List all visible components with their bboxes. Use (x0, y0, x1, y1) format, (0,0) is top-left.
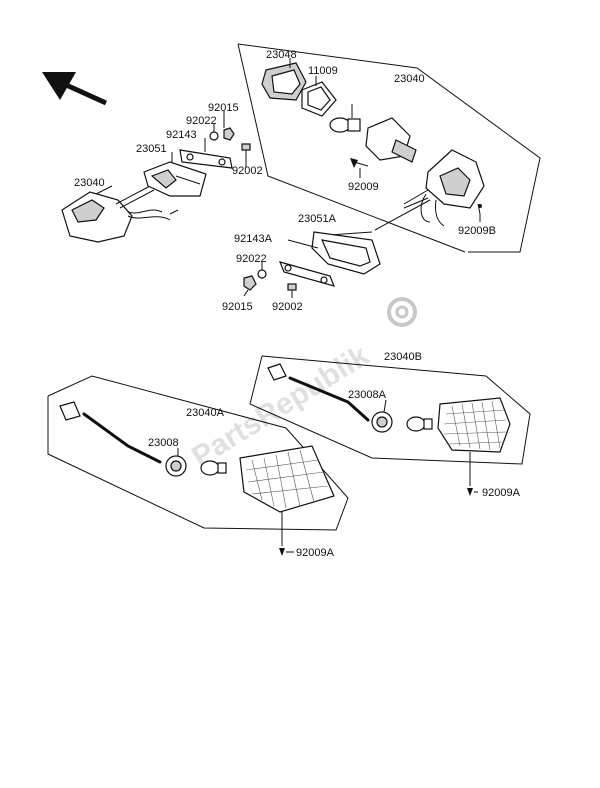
washer-part (257, 269, 267, 279)
lens-cover-part (261, 62, 307, 101)
part-number-label: 23040 (74, 177, 105, 189)
part-number-label: 23040 (394, 73, 425, 85)
turn-signal-23040B-assembly (249, 355, 531, 496)
bracket-part (143, 161, 207, 197)
part-number-label: 92022 (186, 115, 217, 127)
part-number-label: 92143 (166, 129, 197, 141)
part-number-label: 92015 (222, 301, 253, 313)
part-number-label: 92002 (232, 165, 263, 177)
nut-part (223, 127, 235, 141)
part-number-label: 92009A (296, 547, 335, 559)
turn-signal-23040A-assembly (47, 375, 349, 556)
screw-part (477, 203, 482, 215)
part-number-label: 92015 (208, 102, 239, 114)
socket-part (365, 117, 417, 163)
part-number-label: 23051A (298, 213, 337, 225)
part-number-label: 92143A (234, 233, 273, 245)
part-number-label: 23040B (384, 351, 422, 363)
plate-part (179, 149, 233, 169)
turn-signal-housing-part (61, 185, 179, 243)
plate-part (278, 261, 336, 287)
screw-part (350, 158, 369, 168)
nut-part (243, 275, 257, 291)
frame-line (237, 43, 466, 253)
bracket-part (311, 231, 381, 275)
part-number-label: 92009 (348, 181, 379, 193)
gasket-part (301, 81, 337, 117)
part-number-label: 23048 (266, 49, 297, 61)
front-direction-arrow-icon (42, 72, 108, 106)
part-number-label: 23008 (148, 437, 179, 449)
turn-signal-housing-part (403, 149, 485, 227)
frame-line (237, 43, 541, 253)
part-number-label: 23051 (136, 143, 167, 155)
part-number-label: 92022 (236, 253, 267, 265)
part-number-label: 23008A (348, 389, 387, 401)
watermark-gear-icon (387, 297, 417, 327)
part-number-label: 92009B (458, 225, 496, 237)
part-labels: 23048 11009 23040 92015 92022 92143 2305… (74, 49, 521, 559)
frame-line (249, 355, 531, 465)
top-assembly (61, 43, 541, 296)
frame-line (47, 375, 349, 531)
bulb-part (329, 104, 361, 133)
part-number-label: 92009A (482, 487, 521, 499)
washer-part (209, 131, 219, 141)
part-number-label: 11009 (308, 65, 338, 77)
leader-lines (95, 58, 481, 553)
leader-line (374, 199, 431, 231)
part-number-label: 92002 (272, 301, 303, 313)
part-number-label: 23040A (186, 407, 225, 419)
